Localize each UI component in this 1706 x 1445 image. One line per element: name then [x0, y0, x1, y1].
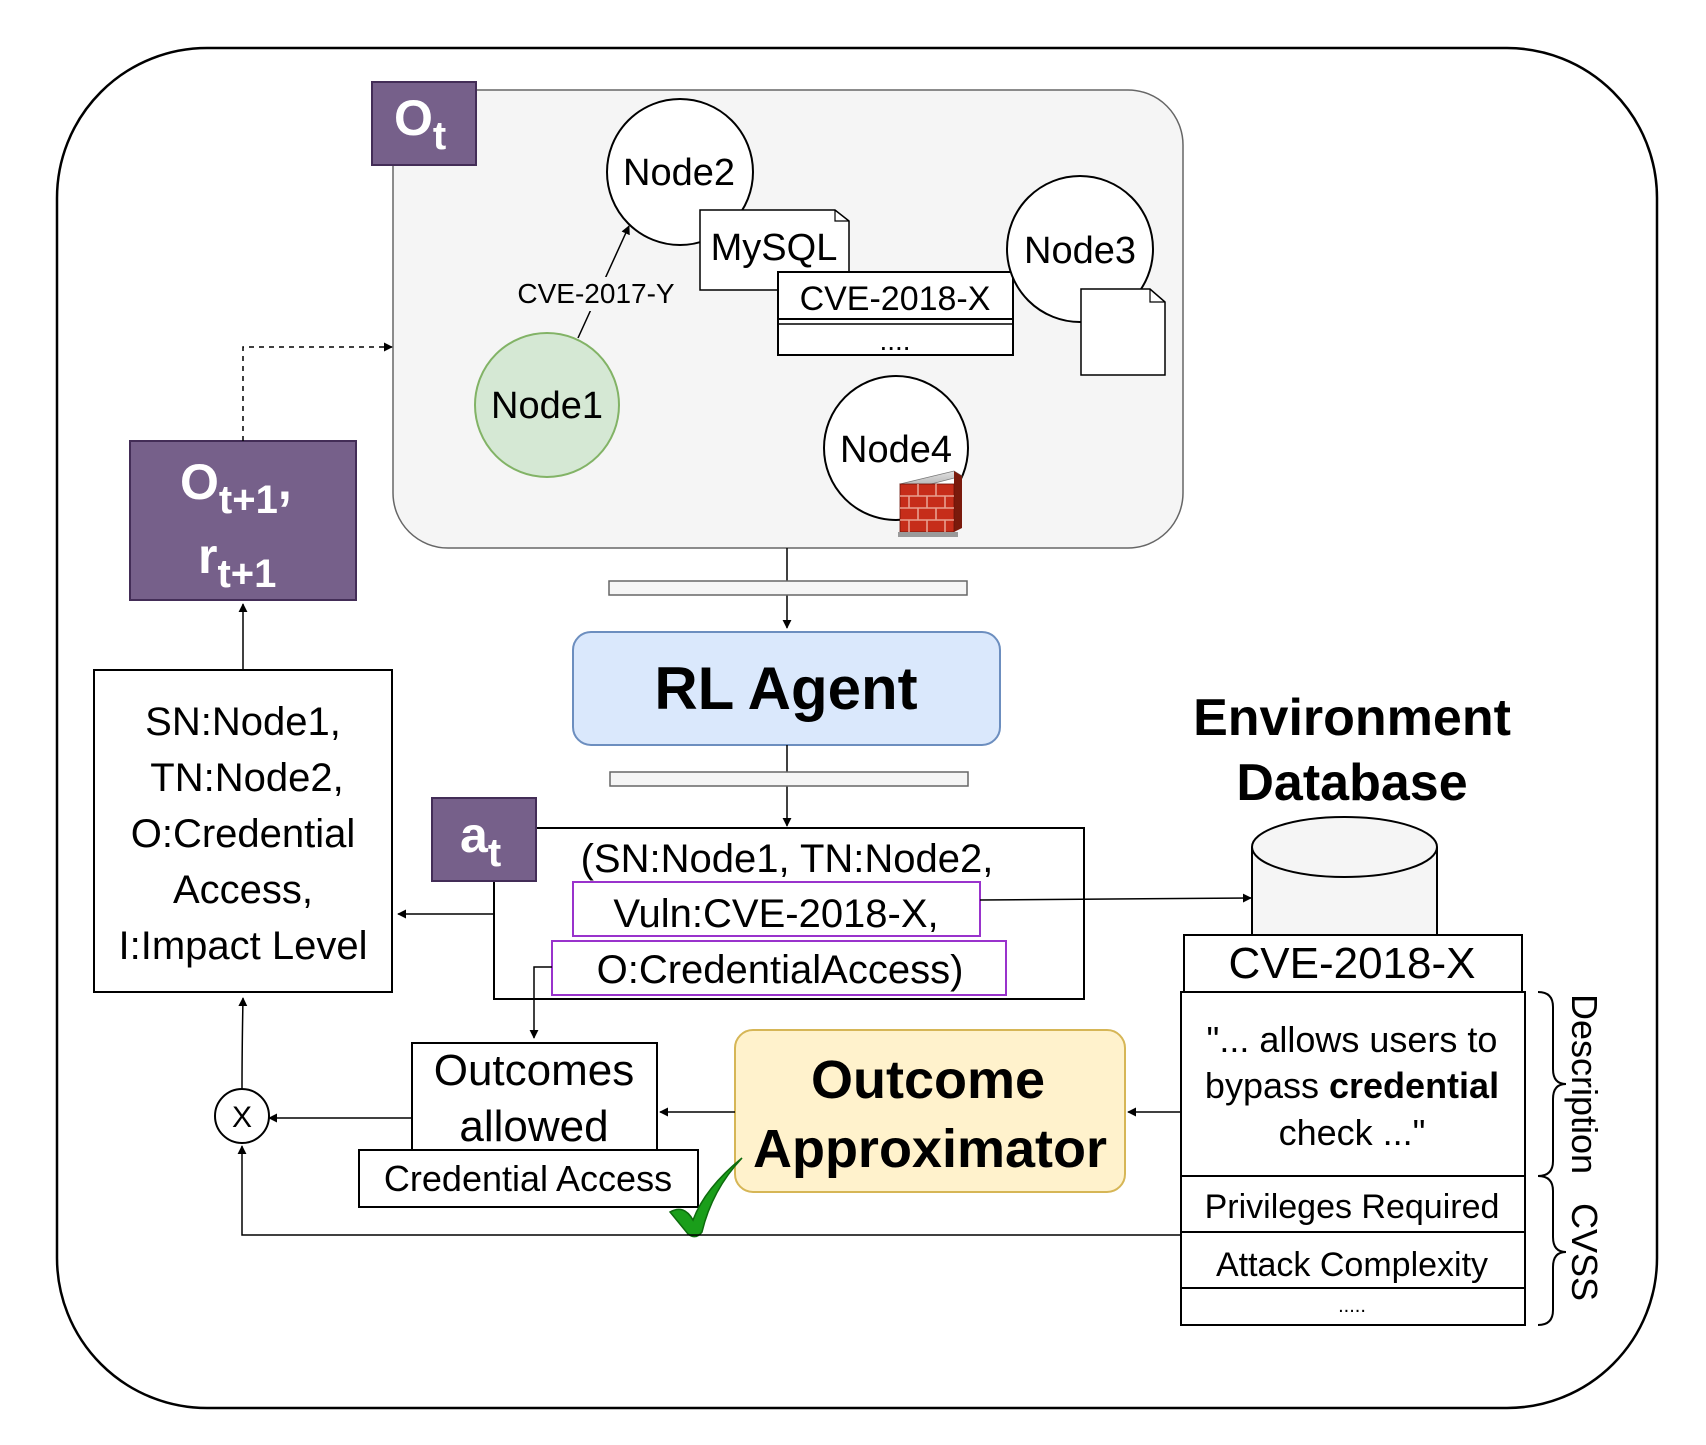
cvss-brace: [1537, 1175, 1567, 1326]
cvss-row-2: Attack Complexity: [1216, 1246, 1488, 1284]
ot-sub: t: [433, 114, 446, 158]
edge-label-bg: [500, 277, 692, 311]
node2-label: Node2: [623, 152, 735, 194]
cvss-row-1: Privileges Required: [1205, 1188, 1500, 1226]
cvss-row-1-box: [1180, 1175, 1526, 1233]
action-box: [493, 827, 1085, 1000]
rl-agent-label: RL Agent: [654, 655, 917, 722]
database-cylinder-icon: [1251, 816, 1438, 936]
cvss-row-3: .....: [1338, 1295, 1366, 1317]
cvss-row-3-box: [1180, 1287, 1526, 1326]
node4-label: Node4: [840, 429, 952, 471]
node3-label: Node3: [1024, 230, 1136, 272]
cvss-brace-label: CVSS: [1564, 1203, 1605, 1301]
outcome-to-allowed-line: [529, 966, 552, 1039]
outcome-highlight: [551, 940, 1007, 996]
summary-line-4: Access,: [173, 868, 313, 912]
summary-line-1: SN:Node1,: [145, 700, 341, 744]
mysql-label: MySQL: [711, 227, 838, 269]
observation-label: Ot: [371, 81, 477, 166]
vuln-list: [777, 271, 1014, 356]
vuln-list-item-1: CVE-2018-X: [800, 280, 991, 318]
cve-header-box: [1183, 934, 1523, 993]
summary-line-3: O:Credential: [131, 812, 356, 856]
summary-box: [93, 669, 393, 993]
outcomes-line-2: allowed: [459, 1102, 608, 1151]
cvss-row-2-box: [1180, 1231, 1526, 1289]
next-obs-box: [129, 440, 357, 601]
action-label: at: [460, 807, 501, 875]
env-db-title-2: Database: [1236, 754, 1467, 812]
description-brace-label: Description: [1564, 994, 1605, 1174]
cvss-to-multiply-line: [237, 1145, 1181, 1236]
node2-circle: [606, 98, 754, 246]
vuln-to-db-line: [979, 893, 1252, 903]
env-db-title-1: Environment: [1193, 689, 1511, 747]
mysql-document: [699, 209, 850, 291]
node1-circle: [474, 332, 620, 478]
svg-text:Ot: Ot: [394, 90, 446, 158]
obs-encoder-bar: [608, 580, 968, 596]
multiply-to-summary-line: [238, 997, 248, 1090]
action-encoder-bar: [609, 771, 969, 787]
reward-label: rt+1: [198, 528, 276, 596]
vuln-list-item-2: ....: [879, 325, 910, 356]
feedback-dashed-line: [242, 342, 393, 441]
description-line-2: bypass credential: [1205, 1065, 1499, 1106]
description-brace: [1537, 991, 1567, 1177]
ot-main: O: [394, 90, 433, 146]
credential-access-box: [358, 1149, 699, 1208]
action-line-3: O:CredentialAccess): [597, 948, 964, 992]
summary-line-2: TN:Node2,: [150, 756, 343, 800]
action-line-1: (SN:Node1, TN:Node2,: [581, 837, 994, 881]
description-line-1: "... allows users to: [1207, 1019, 1498, 1060]
cve-header: CVE-2018-X: [1228, 939, 1475, 988]
approximator-line-1: Outcome: [811, 1050, 1045, 1110]
vuln-highlight: [572, 881, 981, 937]
action-line-2: Vuln:CVE-2018-X,: [613, 892, 938, 936]
next-obs-label: Ot+1,: [180, 454, 292, 522]
firewall-icon: [898, 470, 964, 537]
node3-circle: [1006, 175, 1154, 323]
action-label-box: [431, 797, 537, 882]
description-line-3: check ...": [1279, 1112, 1426, 1153]
edge-label: CVE-2017-Y: [517, 278, 675, 309]
node1-label: Node1: [491, 385, 603, 427]
description-box: [1180, 991, 1526, 1177]
outcome-approximator: [734, 1029, 1126, 1193]
outer-frame: [55, 46, 1659, 1410]
summary-line-5: I:Impact Level: [118, 924, 367, 968]
node3-document-icon: [1080, 288, 1166, 376]
credential-access-label: Credential Access: [384, 1158, 672, 1199]
approximator-line-2: Approximator: [753, 1119, 1107, 1179]
outcomes-allowed-box: [411, 1042, 658, 1151]
outcomes-line-1: Outcomes: [434, 1046, 635, 1095]
multiply-symbol: X: [232, 1101, 252, 1134]
